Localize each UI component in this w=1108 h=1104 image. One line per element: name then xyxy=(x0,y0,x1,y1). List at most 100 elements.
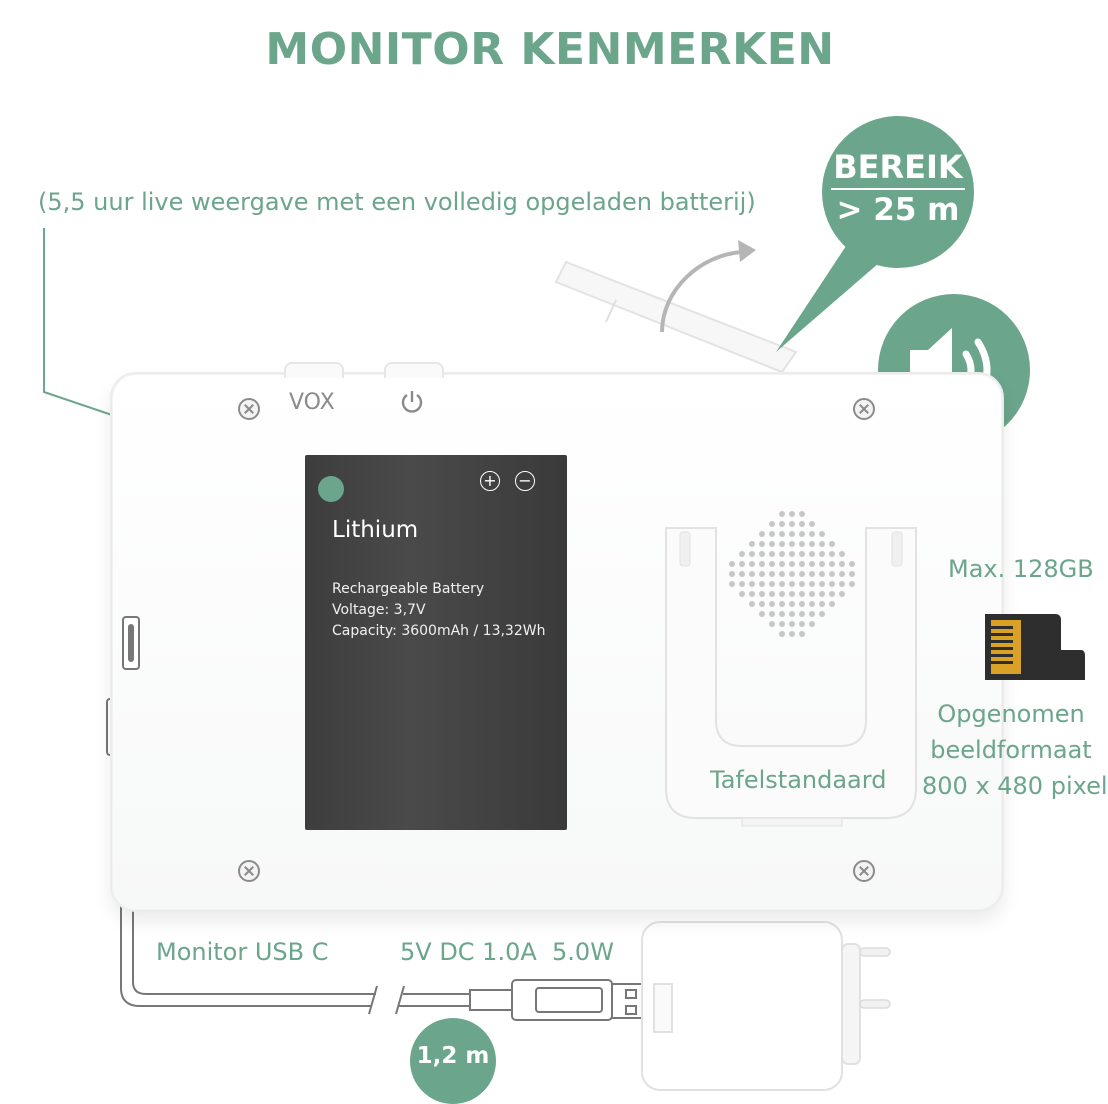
grille-hole xyxy=(809,541,815,547)
grille-hole xyxy=(789,571,795,577)
battery-spec-line: Capacity: 3600mAh / 13,32Wh xyxy=(332,623,546,639)
minus-icon: − xyxy=(515,471,535,491)
screw-icon xyxy=(238,398,260,420)
grille-hole xyxy=(759,581,765,587)
grille-hole xyxy=(799,621,805,627)
grille-hole xyxy=(799,631,805,637)
range-value: > 25 m xyxy=(836,192,960,228)
grille-hole xyxy=(819,571,825,577)
usb-c-port-icon xyxy=(122,616,140,670)
grille-hole xyxy=(799,521,805,527)
grille-hole xyxy=(849,561,855,567)
grille-hole xyxy=(789,551,795,557)
grille-hole xyxy=(759,561,765,567)
grille-hole xyxy=(729,561,735,567)
power-button[interactable] xyxy=(384,362,444,378)
grille-hole xyxy=(779,581,785,587)
grille-hole xyxy=(789,601,795,607)
grille-hole xyxy=(779,561,785,567)
page-title: MONITOR KENMERKEN xyxy=(265,24,835,75)
grille-hole xyxy=(829,541,835,547)
grille-hole xyxy=(849,581,855,587)
power-spec-label: 5V DC 1.0A 5.0W xyxy=(400,938,614,966)
plus-icon: + xyxy=(480,471,500,491)
usb-cable-label: Monitor USB C xyxy=(156,938,329,966)
grille-hole xyxy=(759,591,765,597)
grille-hole xyxy=(779,601,785,607)
grille-hole xyxy=(789,541,795,547)
grille-hole xyxy=(829,591,835,597)
grille-hole xyxy=(789,561,795,567)
grille-hole xyxy=(799,551,805,557)
grille-hole xyxy=(739,561,745,567)
grille-hole xyxy=(779,511,785,517)
grille-hole xyxy=(749,571,755,577)
battery-title: Lithium xyxy=(332,517,419,543)
grille-hole xyxy=(809,601,815,607)
grille-hole xyxy=(759,531,765,537)
grille-hole xyxy=(779,591,785,597)
grille-hole xyxy=(799,571,805,577)
grille-hole xyxy=(799,541,805,547)
grille-hole xyxy=(819,581,825,587)
grille-hole xyxy=(779,521,785,527)
grille-hole xyxy=(739,571,745,577)
grille-hole xyxy=(819,611,825,617)
grille-hole xyxy=(829,601,835,607)
grille-hole xyxy=(809,571,815,577)
screw-icon xyxy=(853,398,875,420)
grille-hole xyxy=(769,551,775,557)
grille-hole xyxy=(769,531,775,537)
grille-hole xyxy=(809,551,815,557)
grille-hole xyxy=(779,571,785,577)
grille-hole xyxy=(779,541,785,547)
grille-hole xyxy=(809,621,815,627)
recorded-format-line: Opgenomen xyxy=(937,700,1085,728)
grille-hole xyxy=(759,601,765,607)
battery-spec-line: Rechargeable Battery xyxy=(332,581,485,597)
grille-hole xyxy=(839,581,845,587)
vox-label: VOX xyxy=(289,390,335,415)
screw-icon xyxy=(238,860,260,882)
vox-button[interactable] xyxy=(284,362,344,378)
range-title: BEREIK xyxy=(831,148,965,190)
battery-life-note: (5,5 uur live weergave met een volledig … xyxy=(38,188,756,216)
power-icon xyxy=(401,391,423,413)
grille-hole xyxy=(799,581,805,587)
grille-hole xyxy=(739,551,745,557)
grille-hole xyxy=(819,551,825,557)
grille-hole xyxy=(769,521,775,527)
grille-hole xyxy=(749,581,755,587)
cable-length-badge: 1,2 m xyxy=(410,1018,496,1104)
grille-hole xyxy=(769,591,775,597)
stand-label: Tafelstandaard xyxy=(710,766,887,794)
grille-hole xyxy=(739,581,745,587)
sd-max-label: Max. 128GB xyxy=(948,555,1094,583)
grille-hole xyxy=(759,551,765,557)
grille-hole xyxy=(839,571,845,577)
grille-hole xyxy=(839,551,845,557)
recorded-format-line: beeldformaat xyxy=(930,736,1092,764)
table-stand xyxy=(665,527,917,827)
grille-hole xyxy=(789,631,795,637)
grille-hole xyxy=(779,631,785,637)
screw-icon xyxy=(853,860,875,882)
grille-hole xyxy=(739,591,745,597)
grille-hole xyxy=(839,591,845,597)
battery-pack: Lithium Rechargeable Battery Voltage: 3,… xyxy=(305,455,567,830)
grille-hole xyxy=(789,591,795,597)
grille-hole xyxy=(809,591,815,597)
grille-hole xyxy=(799,601,805,607)
grille-hole xyxy=(769,601,775,607)
cable-length-value: 1,2 m xyxy=(416,1043,490,1069)
stand-flap xyxy=(554,260,798,374)
grille-hole xyxy=(779,621,785,627)
grille-hole xyxy=(729,581,735,587)
grille-hole xyxy=(799,511,805,517)
grille-hole xyxy=(729,571,735,577)
usb-a-plug-neck xyxy=(469,989,513,1011)
grille-hole xyxy=(749,601,755,607)
grille-hole xyxy=(769,561,775,567)
grille-hole xyxy=(789,511,795,517)
grille-hole xyxy=(799,611,805,617)
